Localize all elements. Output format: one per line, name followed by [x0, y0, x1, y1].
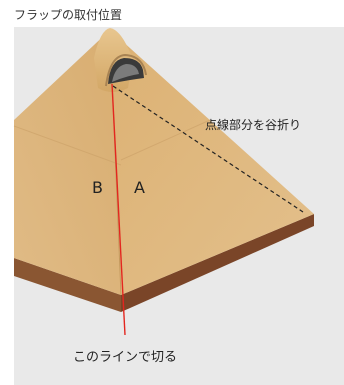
cut-line: [111, 83, 126, 336]
cut-instruction: このラインで切る: [73, 350, 177, 365]
tent-face-left: [14, 30, 121, 295]
face-label-a: A: [134, 178, 145, 197]
flap-vent-inner: [112, 64, 139, 82]
fold-dashed-line: [112, 85, 304, 213]
face-label-b: B: [92, 178, 103, 197]
seam-right-mid: [120, 119, 211, 161]
flap-vent-lip: [105, 53, 147, 87]
tent-face-right: [110, 30, 314, 295]
fold-instruction: 点線部分を谷折り: [205, 117, 301, 132]
diagram-title: フラップの取付位置: [14, 8, 123, 22]
tent-rim-right: [121, 214, 314, 312]
seam-left-mid: [13, 125, 122, 166]
tent-rim-left: [14, 258, 121, 312]
